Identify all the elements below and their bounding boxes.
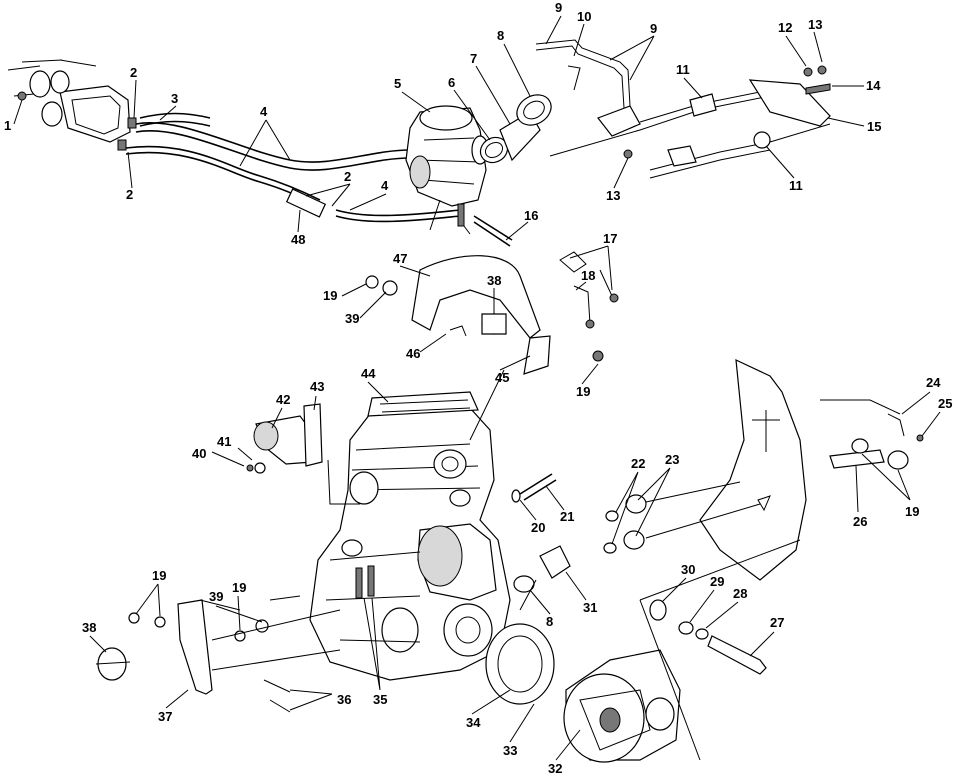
- rod: [473, 215, 513, 241]
- callout: 1: [4, 118, 11, 133]
- callout: 25: [938, 396, 952, 411]
- callout: 12: [778, 20, 792, 35]
- callout: 6: [448, 75, 455, 90]
- callout: 33: [503, 743, 517, 758]
- callout: 24: [926, 375, 941, 390]
- callout: 23: [665, 452, 679, 467]
- callout: 47: [393, 251, 407, 266]
- callout: 19: [905, 504, 919, 519]
- callout: 22: [631, 456, 645, 471]
- engine: [309, 391, 511, 681]
- callout: 42: [276, 392, 290, 407]
- callout: 39: [209, 589, 223, 604]
- callout: 17: [603, 231, 617, 246]
- clutch-hardware: [649, 599, 767, 675]
- fuel-pump: [7, 59, 137, 151]
- callout: 8: [497, 28, 504, 43]
- callout: 21: [560, 509, 574, 524]
- callout: 5: [394, 76, 401, 91]
- callout: 10: [577, 9, 591, 24]
- callout: 19: [576, 384, 590, 399]
- callout: 7: [470, 51, 477, 66]
- callout: 16: [524, 208, 538, 223]
- callout: 43: [310, 379, 324, 394]
- callout: 38: [487, 273, 501, 288]
- callout: 15: [867, 119, 881, 134]
- intake-boot: [479, 94, 552, 164]
- callout: 38: [82, 620, 96, 635]
- callout: 39: [345, 311, 359, 326]
- callout: 11: [789, 178, 803, 193]
- callout: 30: [681, 562, 695, 577]
- exhaust-bracket: [365, 251, 619, 375]
- callout: 9: [555, 0, 562, 15]
- callout: 19: [232, 580, 246, 595]
- callout-labels: 1 2 3 4 5 6 7 8 9 10 9 11 12 13 14 15 13…: [4, 0, 952, 775]
- callout: 2: [130, 65, 137, 80]
- callout: 19: [152, 568, 166, 583]
- intake: [246, 403, 360, 505]
- callout: 2: [126, 187, 133, 202]
- callout: 14: [866, 78, 881, 93]
- callout: 40: [192, 446, 206, 461]
- callout: 4: [381, 178, 389, 193]
- callout: 48: [291, 232, 305, 247]
- mount-plate: [699, 359, 924, 581]
- mount-bolts: [603, 481, 761, 554]
- callout: 41: [217, 434, 231, 449]
- callout: 32: [548, 761, 562, 775]
- callout: 9: [650, 21, 657, 36]
- rod-edge: [473, 221, 511, 247]
- cap: [539, 545, 571, 579]
- callout: 3: [171, 91, 178, 106]
- callout: 4: [260, 104, 268, 119]
- callout: 11: [676, 62, 690, 77]
- callout: 26: [853, 514, 867, 529]
- callout: 20: [531, 520, 545, 535]
- callout: 29: [710, 574, 724, 589]
- throttle-linkage: [535, 39, 831, 179]
- callout: 35: [373, 692, 387, 707]
- callout: 45: [495, 370, 509, 385]
- bracket: [95, 599, 341, 713]
- callout: 19: [323, 288, 337, 303]
- callout: 31: [583, 600, 597, 615]
- callout: 28: [733, 586, 747, 601]
- washer: [511, 489, 521, 503]
- callout: 36: [337, 692, 351, 707]
- carburetor: [405, 105, 489, 235]
- connector-lines: [269, 369, 537, 611]
- fuel-lines: [125, 112, 461, 223]
- leader-lines: [13, 15, 941, 761]
- callout: 44: [361, 366, 376, 381]
- callout: 46: [406, 346, 420, 361]
- callout: 18: [581, 268, 595, 283]
- callout: 2: [344, 169, 351, 184]
- drive-clutch: [485, 539, 801, 763]
- pin: [519, 473, 553, 495]
- callout: 13: [606, 188, 620, 203]
- callout: 8: [546, 614, 553, 629]
- callout: 27: [770, 615, 784, 630]
- callout: 34: [466, 715, 481, 730]
- callout: 37: [158, 709, 172, 724]
- callout: 13: [808, 17, 822, 32]
- pin-edge: [523, 479, 557, 501]
